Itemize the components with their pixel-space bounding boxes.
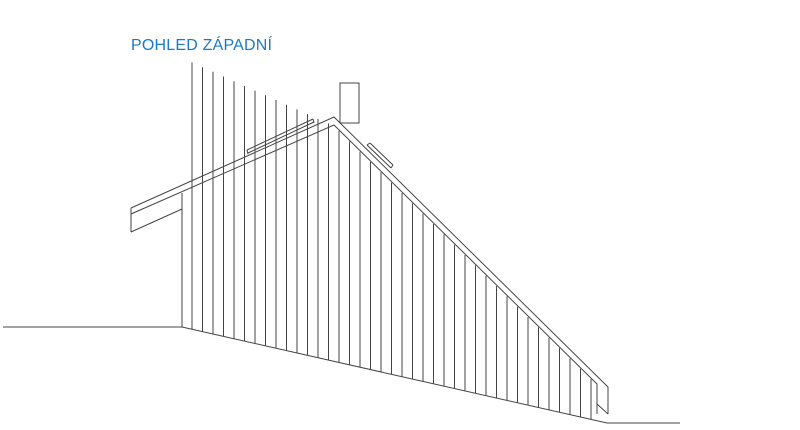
roof-window-left	[246, 118, 315, 155]
right-fascia-bottom	[596, 403, 609, 415]
chimney	[339, 82, 360, 124]
roof-outer-line	[130, 116, 609, 414]
drawing-title: POHLED ZÁPADNÍ	[131, 37, 273, 54]
vertical-cladding-boards	[191, 62, 592, 420]
roof-window-right	[366, 142, 394, 169]
left-fascia-bottom	[130, 208, 183, 233]
roof-inner-line	[130, 124, 598, 414]
ground-line-base	[181, 326, 680, 424]
